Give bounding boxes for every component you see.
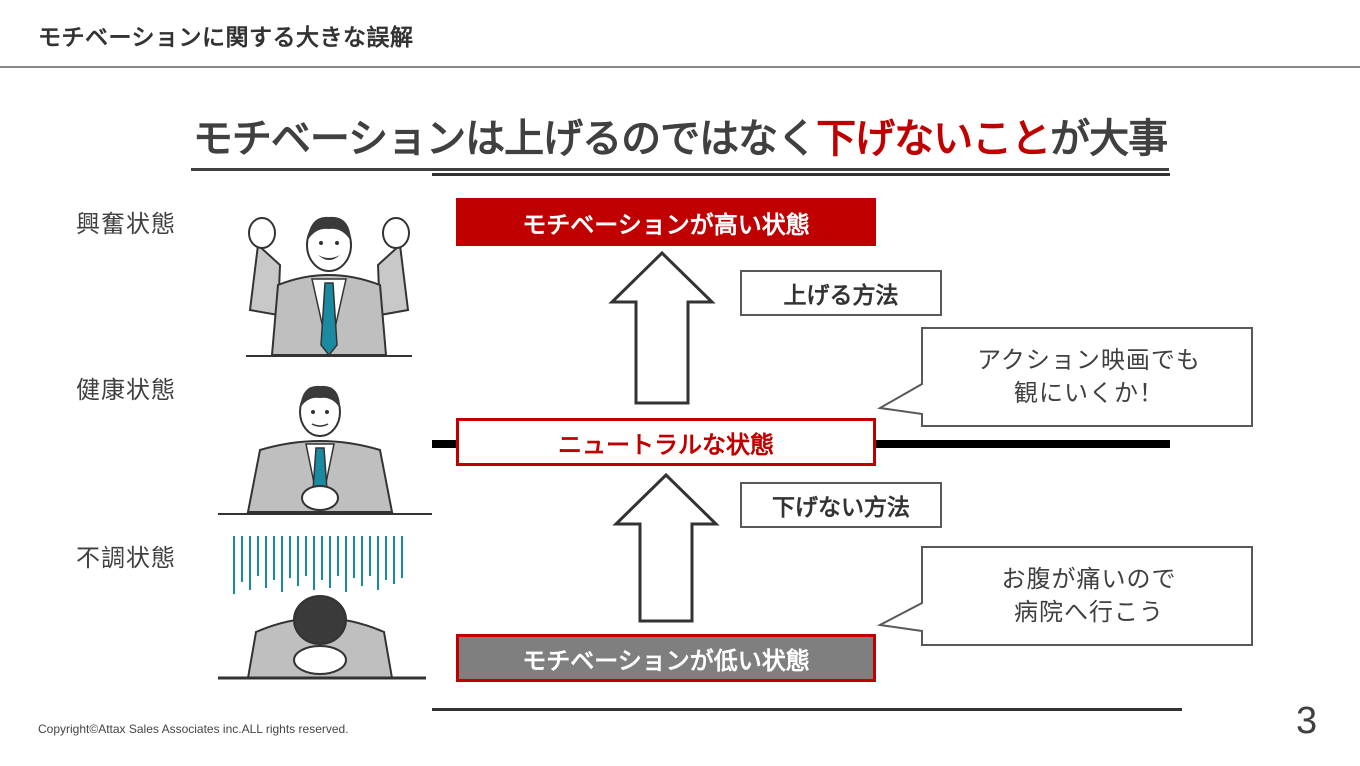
bubble-raise-line2: 観にいくか！	[1014, 379, 1164, 407]
header-title: モチベーションに関する大きな誤解	[38, 25, 414, 51]
speech-bubble-raise-text: アクション映画でも 観にいくか！	[922, 344, 1256, 410]
bottom-level-line	[432, 708, 1182, 711]
calm-businessman-icon	[218, 385, 432, 515]
keep-method-box: 下げない方法	[740, 482, 942, 528]
up-arrow-icon	[608, 250, 716, 405]
neutral-state-box: ニュートラルな状態	[456, 418, 876, 466]
up-arrow-icon	[612, 472, 720, 623]
bubble-keep-line1: お腹が痛いので	[1001, 565, 1177, 593]
bubble-raise-line1: アクション映画でも	[977, 346, 1201, 374]
speech-bubble-keep	[876, 546, 1253, 646]
slide-title: モチベーションは上げるのではなく下げないことが大事	[0, 106, 1360, 171]
title-text-accent: 下げないこと	[816, 116, 1051, 162]
title-text-part1: モチベーションは上げるのではなく	[192, 116, 817, 162]
speech-bubble-keep-text: お腹が痛いので 病院へ行こう	[922, 563, 1256, 629]
state-label-excited: 興奮状態	[76, 210, 176, 238]
speech-bubble-raise	[876, 327, 1253, 427]
raise-method-box: 上げる方法	[740, 270, 942, 316]
high-motivation-box: モチベーションが高い状態	[456, 198, 876, 246]
copyright-text: Copyright©Attax Sales Associates inc.ALL…	[38, 722, 349, 736]
page-number: 3	[1296, 700, 1318, 742]
low-motivation-box: モチベーションが低い状態	[456, 634, 876, 682]
state-label-healthy: 健康状態	[76, 376, 176, 404]
title-text-part2: が大事	[1050, 116, 1168, 162]
depressed-businessman-icon	[218, 536, 426, 680]
excited-businessman-icon	[246, 216, 412, 357]
state-label-slump: 不調状態	[76, 544, 176, 572]
header-divider	[0, 66, 1360, 68]
bubble-keep-line2: 病院へ行こう	[1014, 598, 1164, 626]
top-level-line	[432, 173, 1170, 176]
